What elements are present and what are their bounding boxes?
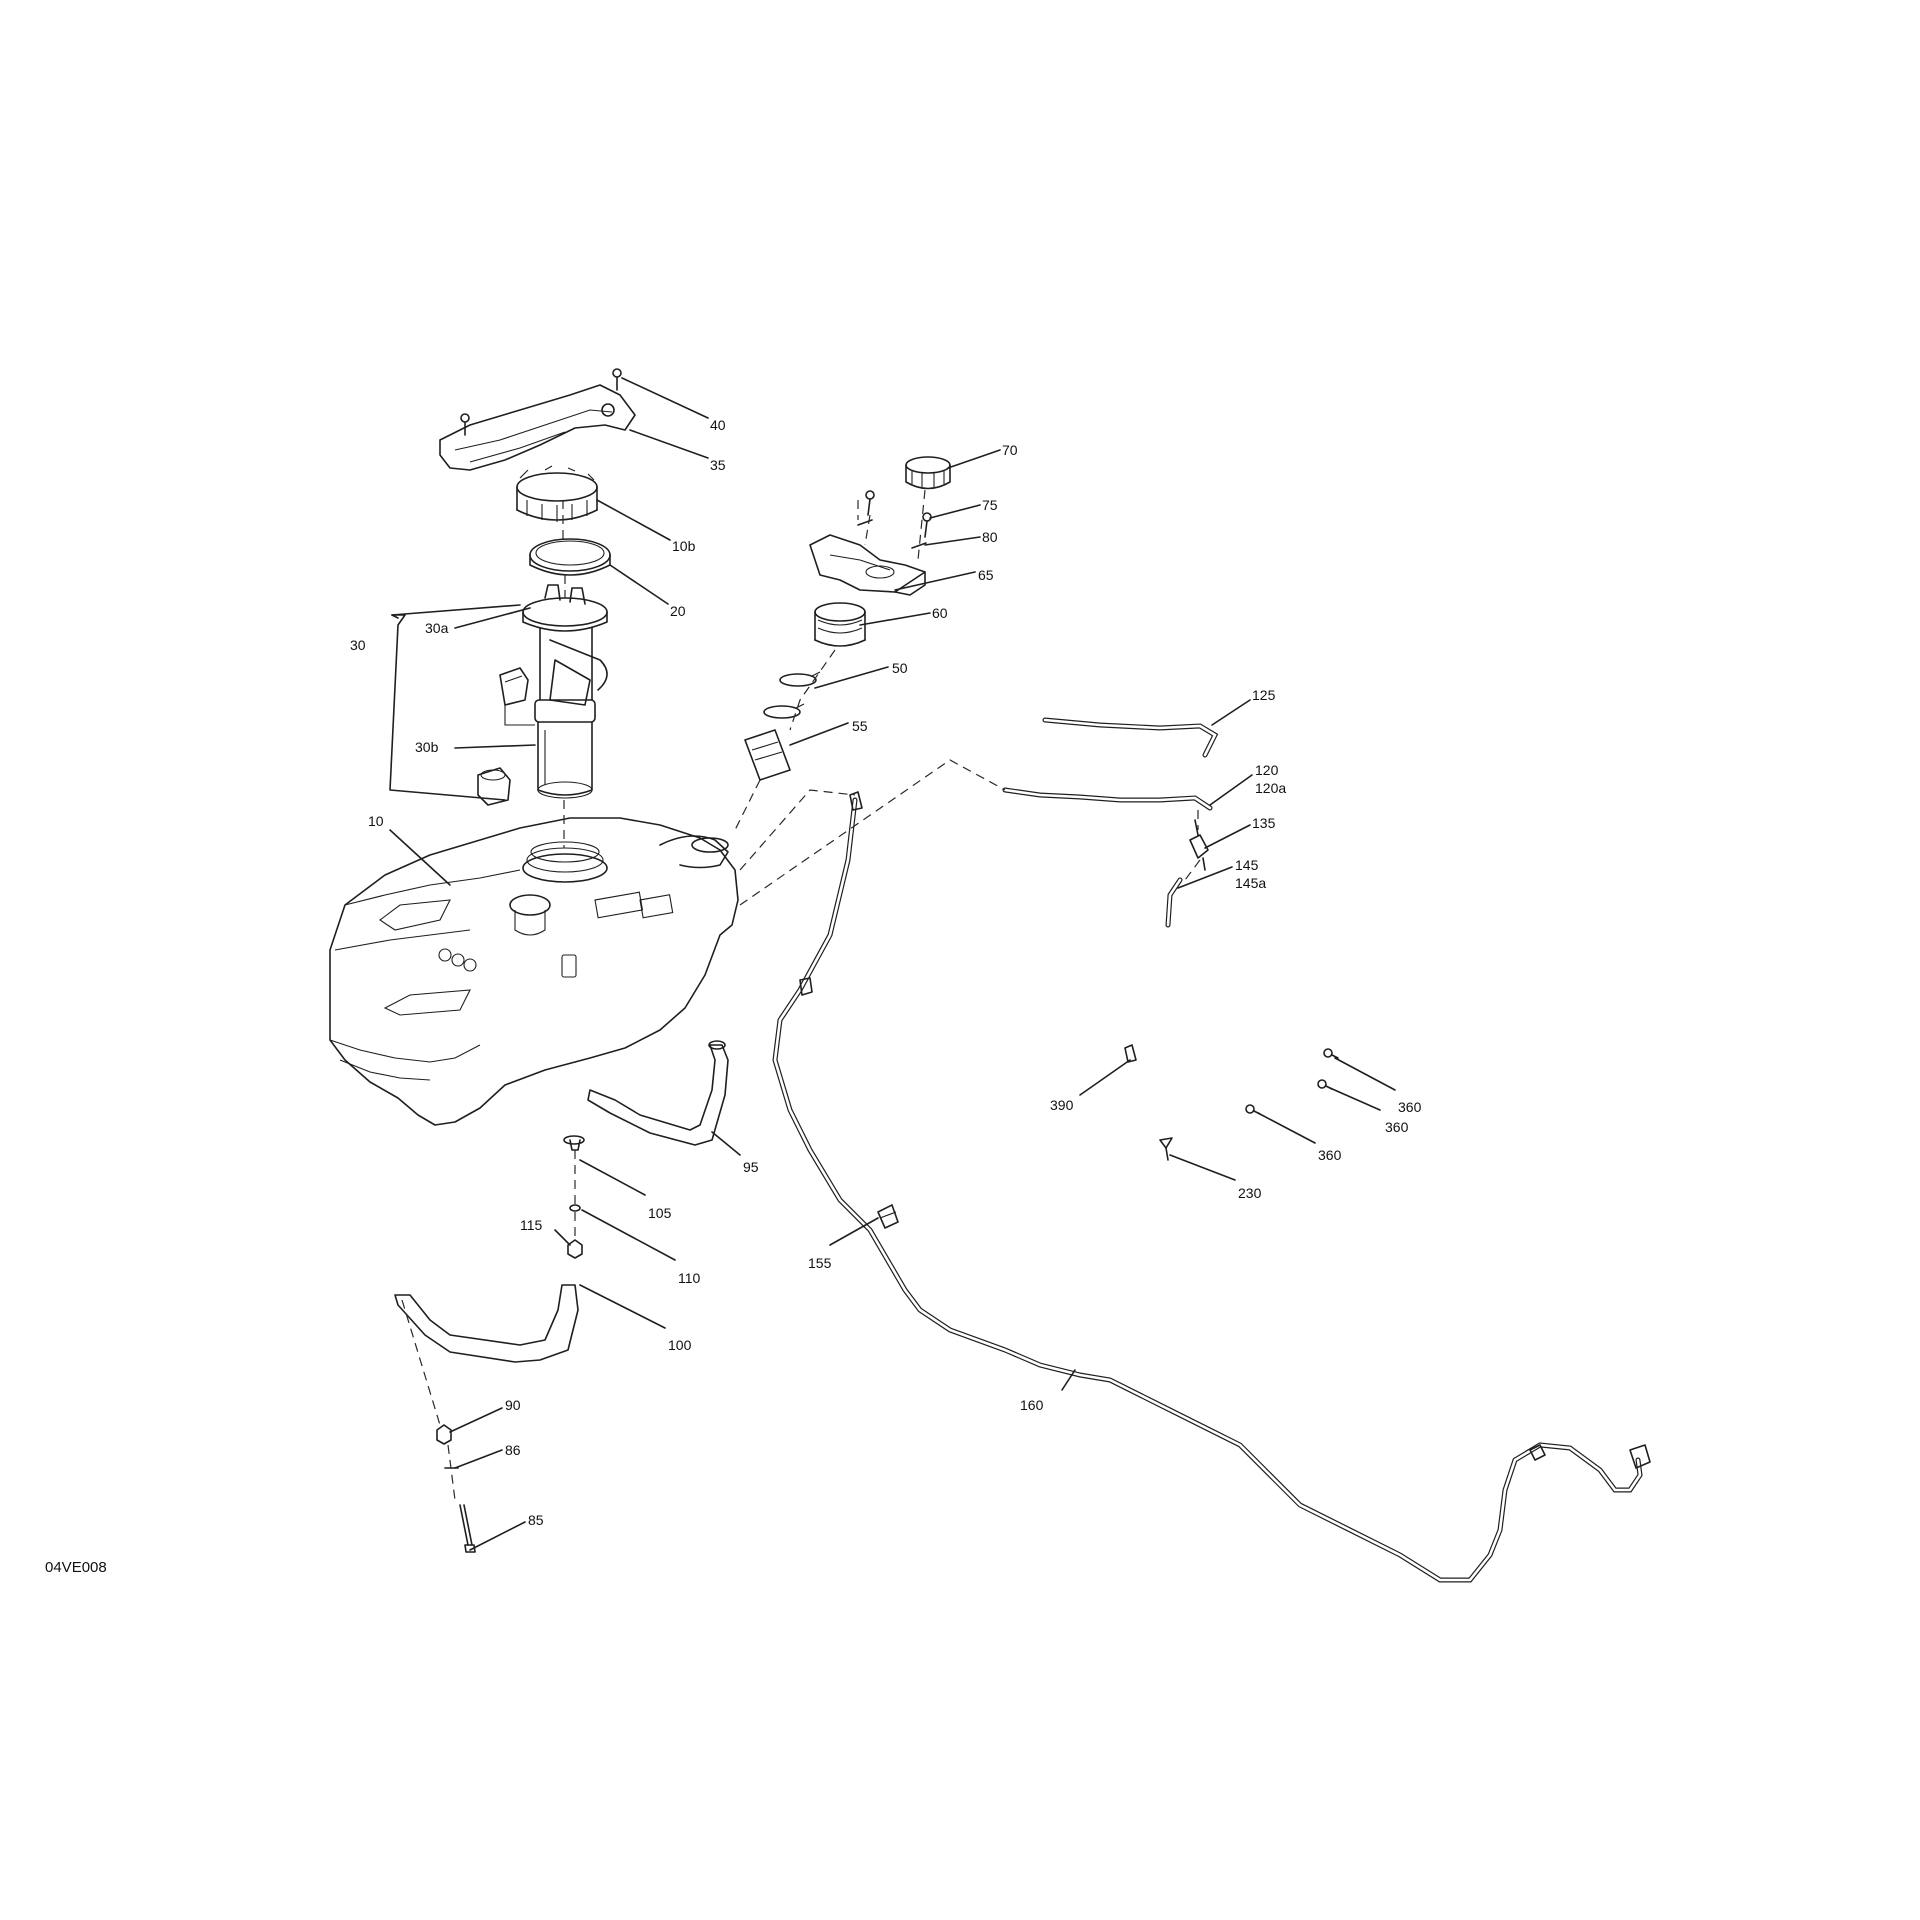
part-230-fastener (1159, 1137, 1173, 1161)
callout-50: 50 (892, 660, 908, 676)
part-95-strap (587, 1040, 729, 1146)
callout-90: 90 (505, 1397, 521, 1413)
callout-40: 40 (710, 417, 726, 433)
callout-55: 55 (852, 718, 868, 734)
part-20-seal (529, 538, 611, 576)
callout-70: 70 (1002, 442, 1018, 458)
part-105-washer (563, 1135, 585, 1151)
callout-80: 80 (982, 529, 998, 545)
part-135-valve (1189, 819, 1209, 871)
figure-id: 04VE008 (45, 1559, 107, 1576)
callout-20: 20 (670, 603, 686, 619)
callout-125: 125 (1252, 687, 1276, 703)
callout-105: 105 (648, 1205, 672, 1221)
part-60-filler-neck (814, 602, 866, 647)
callout-120a: 120a (1255, 780, 1286, 796)
callout-60: 60 (932, 605, 948, 621)
callout-160: 160 (1020, 1397, 1044, 1413)
part-30a-sensor (499, 667, 535, 726)
part-110-washer (569, 1204, 581, 1212)
callout-115: 115 (520, 1217, 543, 1233)
callout-labels: 40 35 10b 20 30 30a 30b 10 70 75 80 65 6… (350, 417, 1422, 1528)
part-10b-lock-ring (516, 465, 598, 522)
callout-155: 155 (808, 1255, 832, 1271)
callout-230: 230 (1238, 1185, 1262, 1201)
part-125-vent-line (1042, 717, 1219, 758)
part-35-bracket (439, 384, 636, 471)
part-50-clamp (763, 671, 821, 719)
callout-30: 30 (350, 637, 366, 653)
leader-lines (389, 377, 1396, 1551)
callout-135: 135 (1252, 815, 1276, 831)
callout-65: 65 (978, 567, 994, 583)
part-390-fastener (1124, 1044, 1137, 1063)
callout-360-c: 360 (1318, 1147, 1342, 1163)
callout-10b: 10b (672, 538, 696, 554)
part-80-washer (857, 519, 927, 549)
callout-110: 110 (678, 1270, 701, 1286)
callout-360-b: 360 (1385, 1119, 1409, 1135)
part-160-fuel-line (772, 791, 1651, 1583)
callout-75: 75 (982, 497, 998, 513)
callout-390: 390 (1050, 1097, 1074, 1113)
part-30-fuel-pump-module (522, 584, 608, 799)
part-120-vent-line (1002, 787, 1213, 811)
part-40-screw (460, 368, 622, 436)
callout-35: 35 (710, 457, 726, 473)
callout-95: 95 (743, 1159, 759, 1175)
part-155-connector (877, 1204, 899, 1229)
part-75-screw (865, 490, 932, 538)
part-10-fuel-tank (329, 817, 739, 1126)
callout-145a: 145a (1235, 875, 1266, 891)
callout-10: 10 (368, 813, 384, 829)
part-360-fastener (1245, 1048, 1339, 1115)
callout-120: 120 (1255, 762, 1279, 778)
callout-86: 86 (505, 1442, 521, 1458)
part-65-filler-housing (809, 534, 926, 596)
part-90-nut (436, 1424, 452, 1445)
part-30b-filter (477, 767, 511, 806)
part-145-hose (1165, 877, 1183, 928)
part-85-bolt (459, 1504, 476, 1553)
callout-85: 85 (528, 1512, 544, 1528)
callout-30a: 30a (425, 620, 449, 636)
part-100-strap (394, 1284, 579, 1363)
callout-100: 100 (668, 1337, 692, 1353)
callout-360-a: 360 (1398, 1099, 1422, 1115)
part-70-fuel-cap (905, 456, 951, 490)
callout-145: 145 (1235, 857, 1259, 873)
part-115-nut (567, 1239, 583, 1259)
assembly-lines (401, 489, 1201, 1501)
part-55-hose (744, 729, 791, 781)
callout-30b: 30b (415, 739, 439, 755)
